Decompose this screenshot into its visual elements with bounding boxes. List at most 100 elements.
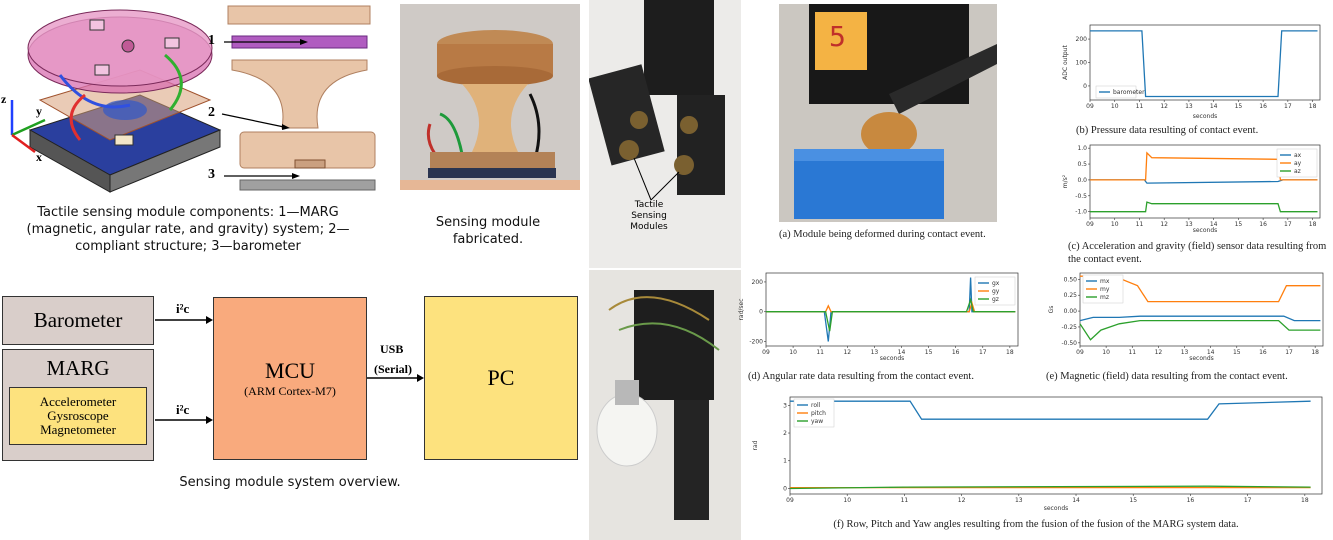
serial-label: (Serial) <box>374 362 412 376</box>
x-tick-label: 17 <box>1284 221 1292 228</box>
series-line-mz <box>1079 319 1321 341</box>
pc-block: PC <box>424 296 578 460</box>
x-tick-label: 18 <box>1309 221 1317 228</box>
legend-label: mz <box>1100 294 1109 301</box>
x-tick-label: 09 <box>1076 349 1084 356</box>
x-tick-label: 13 <box>871 349 879 356</box>
caption-d: (d) Angular rate data resulting from the… <box>748 371 974 382</box>
x-tick-label: 18 <box>1309 103 1317 110</box>
x-tick-label: 11 <box>901 497 909 504</box>
x-tick-label: 16 <box>1259 349 1267 356</box>
x-tick-label: 09 <box>1086 103 1094 110</box>
x-tick-label: 13 <box>1181 349 1189 356</box>
x-tick-label: 16 <box>1259 221 1267 228</box>
y-tick-label: -200 <box>749 339 763 346</box>
series-line-yaw <box>789 485 1311 490</box>
x-tick-label: 10 <box>1111 221 1119 228</box>
x-tick-label: 16 <box>1259 103 1267 110</box>
y-axis-label: m/s² <box>1062 174 1069 188</box>
axis-x-label: x <box>36 150 42 164</box>
axis-z-label: z <box>1 92 7 106</box>
legend-label: yaw <box>811 418 823 425</box>
legend-label: ay <box>1294 160 1302 167</box>
x-tick-label: 12 <box>958 497 966 504</box>
y-tick-label: 0.5 <box>1077 161 1087 168</box>
x-axis-label: seconds <box>1193 113 1218 120</box>
legend-label: pitch <box>811 410 826 417</box>
x-tick-label: 11 <box>1136 221 1144 228</box>
x-tick-label: 10 <box>1102 349 1110 356</box>
marg-parts-block: Accelerometer Gysroscope Magnetometer <box>9 387 147 445</box>
x-tick-label: 15 <box>1233 349 1241 356</box>
y-axis-label: rad/sec <box>738 298 745 320</box>
y-axis-label: ADC output <box>1062 45 1069 80</box>
y-tick-label: 200 <box>752 279 764 286</box>
x-tick-label: 18 <box>1301 497 1309 504</box>
module-render <box>10 5 376 193</box>
module-components-caption: Tactile sensing module components: 1—MAR… <box>26 205 350 254</box>
x-tick-label: 09 <box>762 349 770 356</box>
y-axis-label: rad <box>752 440 759 450</box>
pc-label: PC <box>487 365 515 390</box>
mcu-block: MCU (ARM Cortex-M7) <box>213 297 367 460</box>
y-tick-label: -1.0 <box>1075 209 1087 216</box>
x-axis-label: seconds <box>880 355 905 362</box>
x-tick-label: 13 <box>1185 103 1193 110</box>
fabricated-module-photo <box>400 4 580 190</box>
caption-f: (f) Row, Pitch and Yaw angles resulting … <box>833 519 1239 530</box>
i2c-label-2: i²c <box>176 402 190 417</box>
series-line-ay <box>1090 151 1318 181</box>
robot-hand-bulb-photo <box>589 270 741 540</box>
magnetometer-label: Magnetometer <box>40 422 116 437</box>
x-tick-label: 12 <box>1155 349 1163 356</box>
marg-label: MARG <box>46 356 110 380</box>
x-tick-label: 14 <box>1207 349 1215 356</box>
caption-a: (a) Module being deformed during contact… <box>779 229 986 240</box>
axis-y-label: y <box>36 104 42 118</box>
system-arrows <box>155 316 424 424</box>
x-tick-label: 15 <box>925 349 933 356</box>
mcu-label: MCU <box>264 358 316 383</box>
x-tick-label: 17 <box>1284 103 1292 110</box>
mcu-sub-label: (ARM Cortex-M7) <box>244 384 336 398</box>
y-tick-label: 1.0 <box>1077 145 1087 152</box>
y-tick-label: 0 <box>1083 83 1087 90</box>
x-tick-label: 16 <box>1187 497 1195 504</box>
x-tick-label: 18 <box>1311 349 1319 356</box>
x-tick-label: 15 <box>1235 221 1243 228</box>
x-axis-label: seconds <box>1044 505 1069 512</box>
deformation-photo: 5 <box>779 4 997 222</box>
y-tick-label: 100 <box>1076 60 1088 67</box>
x-tick-label: 15 <box>1129 497 1137 504</box>
y-tick-label: -0.25 <box>1061 324 1077 331</box>
caption-c: (c) Acceleration and gravity (field) sen… <box>1068 241 1327 265</box>
x-tick-label: 12 <box>1160 103 1168 110</box>
x-tick-label: 17 <box>979 349 987 356</box>
x-tick-label: 09 <box>1086 221 1094 228</box>
x-tick-label: 10 <box>789 349 797 356</box>
x-tick-label: 09 <box>786 497 794 504</box>
deformation-photo-sign: 5 <box>829 20 846 53</box>
x-tick-label: 12 <box>843 349 851 356</box>
callout-3: 3 <box>208 167 215 182</box>
robot-hand-photo-top: Tactile Sensing Modules <box>589 0 741 268</box>
y-tick-label: 0.00 <box>1064 308 1078 315</box>
x-axis-label: seconds <box>1189 355 1214 362</box>
legend-label: gz <box>992 296 999 303</box>
y-tick-label: 200 <box>1076 36 1088 43</box>
series-line-az <box>1090 201 1318 213</box>
callout-1: 1 <box>208 33 215 48</box>
legend-label: mx <box>1100 278 1110 285</box>
y-axis-label: Gs <box>1048 306 1055 314</box>
series-line-roll <box>790 400 1311 420</box>
y-tick-label: 0 <box>783 485 787 492</box>
barometer-label: Barometer <box>33 308 123 332</box>
series-line-barometer <box>1090 30 1318 98</box>
x-axis-label: seconds <box>1193 227 1218 234</box>
legend-label: ax <box>1294 152 1302 159</box>
